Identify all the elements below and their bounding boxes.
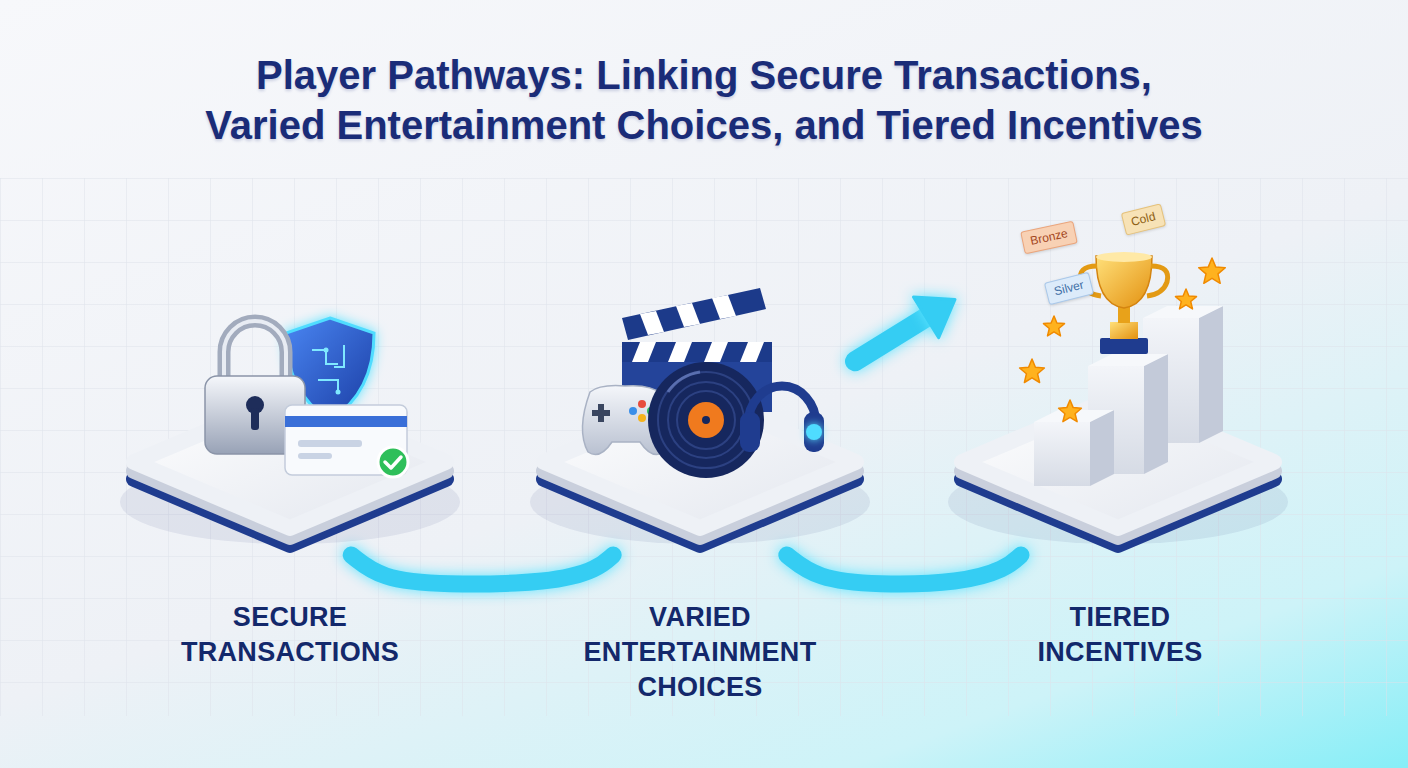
platform-illustration (545, 270, 855, 555)
platform-node: TIERED INCENTIVES (955, 190, 1285, 555)
decoration (1199, 258, 1226, 283)
platform-illustration (120, 300, 460, 555)
decoration (688, 402, 724, 438)
decoration (1176, 289, 1197, 309)
decoration (702, 416, 710, 424)
decoration (658, 372, 754, 468)
decoration (1096, 256, 1152, 308)
decoration (1199, 306, 1223, 443)
decoration (704, 342, 728, 362)
arrow-head (913, 297, 955, 338)
decoration (592, 410, 610, 416)
decoration (632, 342, 656, 362)
decoration (1147, 266, 1168, 296)
decoration (1034, 422, 1090, 486)
decoration (622, 342, 772, 362)
decoration (1100, 338, 1148, 354)
platform-illustration (955, 190, 1285, 555)
platform-node: SECURE TRANSACTIONS (120, 300, 460, 555)
decoration (676, 303, 700, 327)
node-label: TIERED INCENTIVES (990, 600, 1250, 670)
connector-group (787, 555, 1021, 584)
decoration (677, 391, 735, 449)
decoration (629, 407, 637, 415)
decoration (804, 412, 824, 452)
decoration (336, 390, 341, 395)
decoration (1059, 400, 1082, 422)
diagram-title: Player Pathways: Linking Secure Transact… (84, 50, 1324, 150)
decoration (134, 396, 446, 528)
decoration (1110, 322, 1138, 339)
decoration (224, 321, 286, 382)
grid-lines (0, 178, 1408, 716)
decoration (740, 412, 760, 452)
decoration (668, 342, 692, 362)
decoration (378, 447, 408, 477)
decoration (668, 372, 700, 392)
decoration (740, 342, 764, 362)
decoration (640, 311, 664, 335)
connector-group (855, 297, 955, 361)
decoration (668, 382, 744, 458)
decoration (806, 424, 822, 440)
decoration (712, 295, 736, 319)
decoration (324, 348, 329, 353)
decoration (1096, 252, 1152, 262)
node-label: VARIED ENTERTAINMENT CHOICES (555, 600, 845, 705)
decoration (638, 414, 646, 422)
platform-node: VARIED ENTERTAINMENT CHOICES (545, 270, 855, 555)
decoration (285, 416, 407, 427)
glow-connector (787, 555, 1021, 584)
decoration (251, 408, 259, 430)
glow-connector (855, 315, 929, 361)
decoration (285, 405, 407, 475)
decoration (1044, 316, 1065, 336)
connector-group (351, 555, 613, 584)
decoration (622, 288, 766, 340)
decoration (385, 457, 401, 468)
decoration (312, 345, 344, 392)
decoration (638, 400, 646, 408)
decoration (1020, 359, 1045, 383)
decoration (1090, 410, 1114, 486)
node-label: SECURE TRANSACTIONS (155, 600, 425, 670)
decoration (1143, 306, 1223, 318)
decoration (1088, 354, 1168, 366)
decoration (298, 440, 362, 447)
glow-connector (351, 555, 613, 584)
decoration (298, 453, 332, 459)
decoration (224, 321, 286, 382)
decoration (1144, 354, 1168, 474)
decoration (648, 362, 764, 478)
